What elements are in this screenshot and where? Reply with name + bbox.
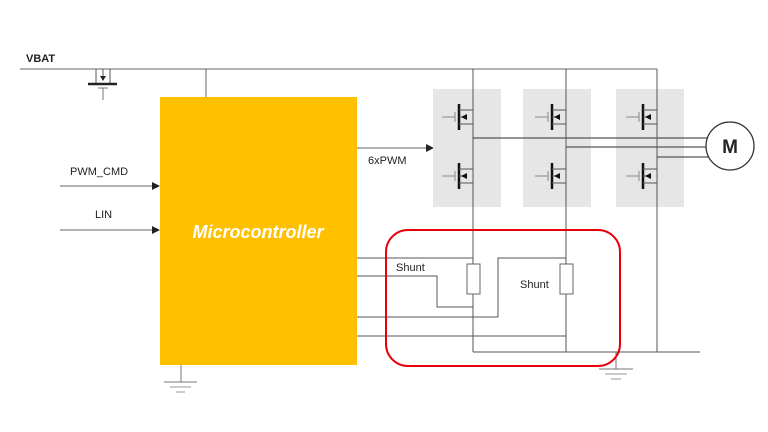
- vbat-label: VBAT: [26, 53, 55, 65]
- pwm-bus-label: 6xPWM: [368, 155, 407, 167]
- mcu-ground-icon: [164, 365, 197, 393]
- microcontroller-label: Microcontroller: [192, 222, 324, 242]
- bridge-mosfets: [442, 104, 657, 189]
- mosfet-icon: [626, 104, 657, 130]
- sense-lines: [357, 257, 700, 353]
- current-sense-highlight: [385, 229, 621, 367]
- lin-label: LIN: [95, 209, 112, 221]
- microcontroller-block: [160, 97, 357, 365]
- pwm-bus-arrow-icon: [426, 144, 434, 152]
- mosfet-icon: [442, 104, 473, 130]
- half-bridge-a: [433, 89, 501, 207]
- motor-label: M: [722, 137, 738, 158]
- pwm-cmd-label: PWM_CMD: [70, 166, 128, 178]
- half-bridge-c: [616, 89, 684, 207]
- mosfet-icon: [442, 163, 473, 189]
- mosfet-icon: [626, 163, 657, 189]
- shunt-1-label: Shunt: [396, 262, 425, 274]
- half-bridge-b: [523, 89, 591, 207]
- reverse-polarity-mosfet: [88, 69, 117, 100]
- motor-icon: [705, 121, 755, 171]
- pwm-cmd-arrow-icon: [152, 182, 160, 190]
- bridge-ground-icon: [599, 352, 633, 380]
- mosfet-icon: [535, 104, 566, 130]
- shunt-resistor-2: [559, 263, 574, 295]
- shunt-resistor-1: [466, 263, 481, 295]
- shunt-2-label: Shunt: [520, 279, 549, 291]
- mosfet-icon: [535, 163, 566, 189]
- lin-arrow-icon: [152, 226, 160, 234]
